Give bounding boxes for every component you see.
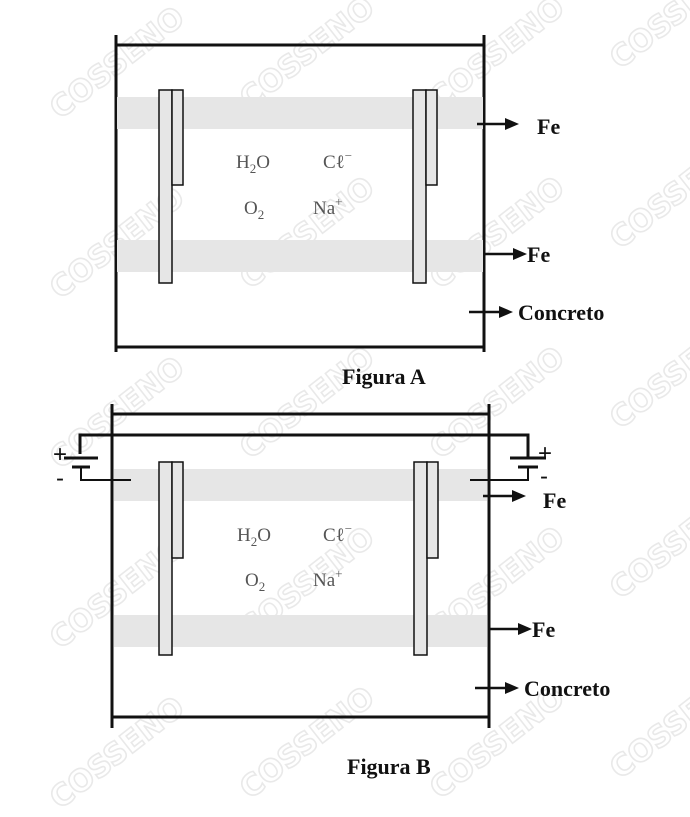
figure-b-wire-top: [78, 433, 530, 458]
figure-b-species-h2o: H2O: [237, 525, 271, 549]
figure-b-stirrup-right-main: [413, 461, 428, 656]
figure-a-label-fe-bottom: Fe: [527, 242, 550, 267]
figure-a-stirrup-right-tab: [425, 89, 438, 186]
watermark-text: COSSENO: [603, 0, 690, 76]
figure-b-label-fe-top: Fe: [543, 488, 566, 513]
figure-b-arrow-fe-top: [483, 490, 526, 502]
figure-b-battery-right-plus: +: [538, 440, 552, 467]
figure-a-stirrup-left-main: [158, 89, 173, 284]
figure-a-species-cl: Cℓ−: [323, 148, 352, 173]
watermark-text: COSSENO: [603, 480, 690, 606]
figure-a-label-fe-top: Fe: [537, 114, 560, 139]
watermark-text: COSSENO: [233, 680, 381, 806]
figure-b-label-fe-bottom: Fe: [532, 617, 555, 642]
figure-a: H2O Cℓ− O2 Na+ Fe Fe Concreto Figura A: [114, 35, 604, 389]
figure-b-battery-right: [470, 456, 546, 481]
figure-b-battery-left-minus: -: [56, 465, 64, 492]
figure-a-label-concreto: Concreto: [518, 300, 604, 325]
figure-b-battery-right-minus: -: [540, 463, 548, 490]
figure-b: + - + - H2O Cℓ− O2 Na+ Fe Fe Concreto: [53, 404, 610, 779]
watermark-text: COSSENO: [603, 660, 690, 786]
watermark-text: COSSENO: [43, 690, 191, 816]
watermark-text: COSSENO: [603, 130, 690, 256]
figure-b-stirrup-right-tab: [426, 461, 439, 559]
figure-b-battery-left-plus: +: [53, 441, 67, 468]
figure-a-stirrup-right-main: [412, 89, 427, 284]
figure-b-species-o2: O2: [245, 570, 265, 594]
figure-a-stirrup-left-tab: [171, 89, 184, 186]
figure-b-species-cl: Cℓ−: [323, 521, 352, 546]
figure-a-species-na: Na+: [313, 194, 343, 219]
figure-a-caption: Figura A: [342, 364, 426, 389]
figure-a-arrow-fe-bottom: [485, 248, 527, 260]
figure-a-arrow-fe-top: [477, 118, 519, 130]
watermark-text: COSSENO: [233, 340, 381, 466]
figure-b-stirrup-left-main: [158, 461, 173, 656]
figure-a-arrow-concreto: [469, 306, 513, 318]
watermark-text: COSSENO: [603, 310, 690, 436]
figure-a-species-o2: O2: [244, 198, 264, 222]
watermark-text: COSSENO: [233, 170, 381, 296]
figure-b-arrow-concreto: [475, 682, 519, 694]
figure-b-arrow-fe-bottom: [490, 623, 532, 635]
figure-b-label-concreto: Concreto: [524, 676, 610, 701]
figure-b-stirrup-left-tab: [171, 461, 184, 559]
figure-a-species-h2o: H2O: [236, 152, 270, 176]
figure-b-species-na: Na+: [313, 566, 343, 591]
figure-b-caption: Figura B: [347, 754, 431, 779]
watermark-text: COSSENO: [423, 170, 571, 296]
figure-b-battery-left: [64, 456, 131, 481]
